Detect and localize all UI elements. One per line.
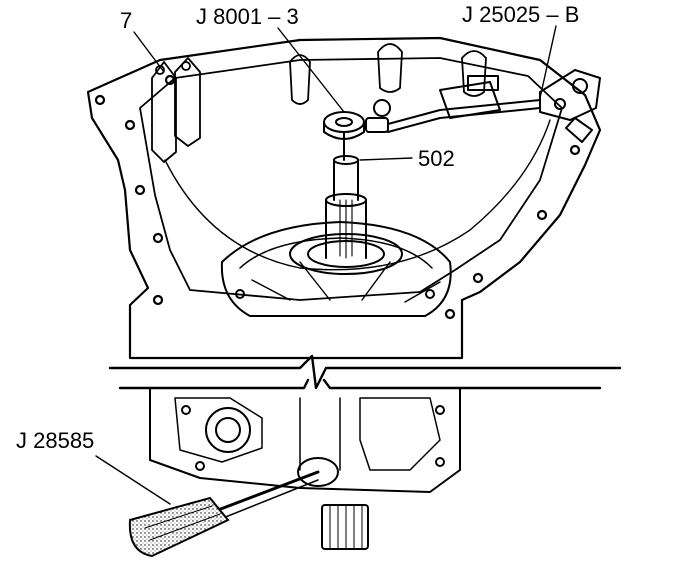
support-bar xyxy=(387,69,601,143)
leader-502 xyxy=(359,157,413,161)
callout-j8001-3: J 8001 – 3 xyxy=(196,4,299,29)
callout-502: 502 xyxy=(418,146,455,171)
housing-bosses xyxy=(151,43,487,163)
callout-7: 7 xyxy=(120,8,132,33)
screwdriver-handle xyxy=(128,496,230,558)
leader-j28585 xyxy=(95,455,171,505)
screwdriver xyxy=(128,470,320,558)
bell-housing xyxy=(86,36,602,360)
leader-lines xyxy=(95,25,557,505)
input-shaft xyxy=(325,155,367,259)
lower-case xyxy=(149,387,461,550)
callout-j25025-b: J 25025 – B xyxy=(462,2,579,27)
leader-j8001-3 xyxy=(277,27,345,113)
pump-assembly xyxy=(220,221,452,317)
leader-j25025-b xyxy=(539,25,557,99)
break-line xyxy=(108,354,622,390)
leader-7 xyxy=(133,31,165,73)
dial-indicator xyxy=(323,99,391,161)
callout-j28585: J 28585 xyxy=(16,428,94,453)
